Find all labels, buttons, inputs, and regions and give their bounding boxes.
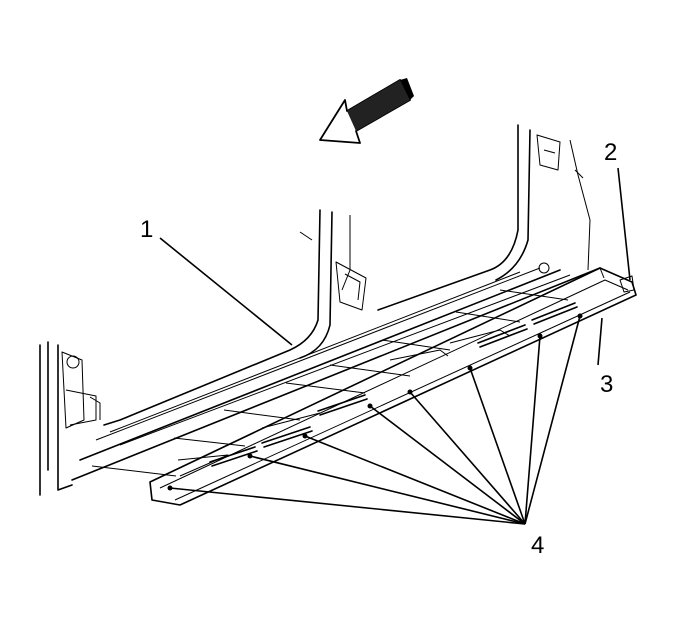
front-direction-arrow-icon [319,78,414,144]
callout-1: 1 [140,216,153,243]
callout-3: 3 [600,371,613,398]
body-structure [39,124,601,496]
callout-4: 4 [531,532,544,559]
leader-lines [159,167,631,525]
sill-plate [91,267,637,506]
callout-2: 2 [604,139,617,166]
